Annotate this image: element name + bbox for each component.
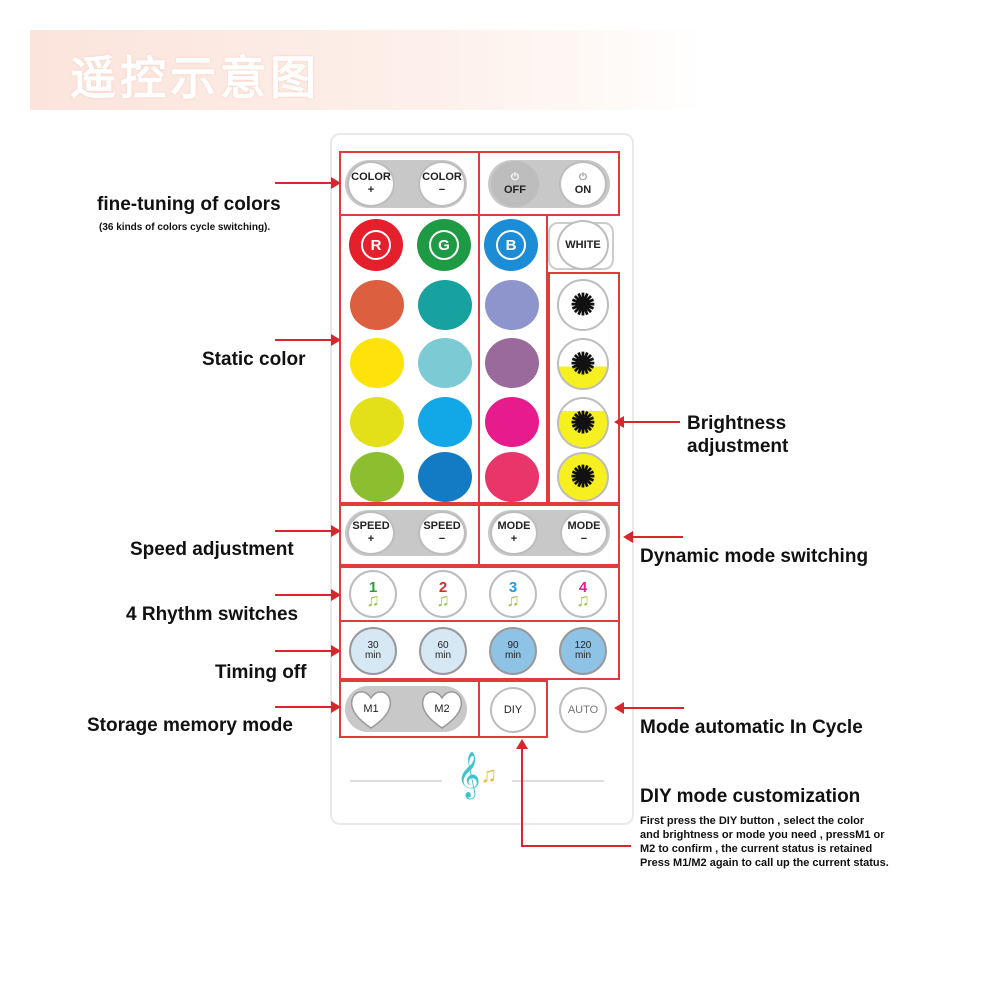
arrowhead-right-icon	[331, 589, 341, 601]
brightness-1-button[interactable]: ✺	[557, 279, 609, 331]
speed-plus-button[interactable]: SPEED+	[347, 511, 395, 555]
auto-button[interactable]: AUTO	[559, 687, 607, 733]
arrowhead-right-icon	[331, 701, 341, 713]
music-note-icon: ♫	[576, 590, 590, 610]
brightness-4-button[interactable]: ✺	[557, 452, 609, 502]
m1-button[interactable]: M1	[348, 688, 394, 730]
green-button[interactable]: G	[417, 219, 471, 271]
label-auto-cycle: Mode automatic In Cycle	[640, 717, 863, 738]
static-color-button[interactable]	[418, 452, 472, 502]
music-clef-logo: 𝄞♫	[442, 750, 512, 800]
arrow-rhythm	[275, 594, 333, 596]
sun-icon: ✺	[570, 347, 596, 381]
arrow-timing	[275, 650, 333, 652]
arrow-dynamic	[631, 536, 683, 538]
static-color-button[interactable]	[485, 280, 539, 330]
arrowhead-up-icon	[516, 739, 528, 749]
arrow-brightness	[622, 421, 680, 423]
static-color-button[interactable]	[418, 397, 472, 447]
arrow-diy-vertical	[521, 748, 523, 846]
rhythm-2-button[interactable]: 2 ♫	[419, 570, 467, 618]
arrowhead-right-icon	[331, 334, 341, 346]
static-color-button[interactable]	[350, 397, 404, 447]
arrowhead-left-icon	[614, 702, 624, 714]
power-group	[478, 151, 620, 216]
static-color-button[interactable]	[350, 452, 404, 502]
diy-group	[478, 680, 548, 738]
arrow-fine-tuning	[275, 182, 333, 184]
static-color-button[interactable]	[418, 338, 472, 388]
mode-group	[478, 504, 620, 566]
label-dynamic: Dynamic mode switching	[640, 546, 869, 567]
label-storage: Storage memory mode	[87, 715, 293, 736]
music-note-icon: ♫	[506, 590, 520, 610]
music-note-icon: ♫	[366, 590, 380, 610]
sun-icon: ✺	[570, 460, 596, 494]
brightness-3-button[interactable]: ✺	[557, 397, 609, 449]
music-note-icon: ♫	[436, 590, 450, 610]
label-diy-desc-4: Press M1/M2 again to call up the current…	[640, 857, 889, 869]
red-button[interactable]: R	[349, 219, 403, 271]
mode-plus-button[interactable]: MODE+	[490, 511, 538, 555]
banner-title: 遥控示意图	[70, 51, 320, 105]
static-color-button[interactable]	[418, 280, 472, 330]
power-on-icon: ⏻	[579, 172, 587, 183]
mode-minus-button[interactable]: MODE−	[560, 511, 608, 555]
on-button[interactable]: ⏻ ON	[559, 161, 607, 207]
label-brightness-2: adjustment	[687, 436, 789, 457]
arrowhead-right-icon	[331, 645, 341, 657]
static-color-button[interactable]	[485, 338, 539, 388]
white-button[interactable]: WHITE	[557, 220, 609, 270]
brightness-group	[548, 272, 620, 504]
label-diy-desc-3: M2 to confirm , the current status is re…	[640, 843, 873, 855]
label-diy-desc-2: and brightness or mode you need , pressM…	[640, 829, 885, 841]
static-color-button[interactable]	[350, 280, 404, 330]
label-rhythm: 4 Rhythm switches	[126, 604, 299, 625]
rhythm-4-button[interactable]: 4 ♫	[559, 570, 607, 618]
arrow-speed	[275, 530, 333, 532]
sun-icon: ✺	[570, 288, 596, 322]
brightness-2-button[interactable]: ✺	[557, 338, 609, 390]
arrowhead-left-icon	[623, 531, 633, 543]
heart-icon	[421, 691, 463, 729]
label-diy-title: DIY mode customization	[640, 786, 861, 807]
label-static-color: Static color	[202, 349, 306, 370]
label-diy-desc-1: First press the DIY button , select the …	[640, 815, 865, 827]
arrowhead-right-icon	[331, 177, 341, 189]
power-off-icon: ⏻	[511, 172, 519, 183]
color-plus-button[interactable]: COLOR+	[347, 161, 395, 207]
static-color-button[interactable]	[485, 452, 539, 502]
static-color-group-right	[478, 214, 548, 504]
arrowhead-left-icon	[614, 416, 624, 428]
header-banner	[30, 30, 705, 110]
color-minus-button[interactable]: COLOR−	[418, 161, 466, 207]
label-speed: Speed adjustment	[130, 539, 294, 560]
rhythm-1-button[interactable]: 1 ♫	[349, 570, 397, 618]
arrow-static-color	[275, 339, 333, 341]
off-button[interactable]: ⏻ OFF	[491, 161, 539, 207]
static-color-button[interactable]	[485, 397, 539, 447]
arrowhead-right-icon	[331, 525, 341, 537]
label-fine-tuning-sub: (36 kinds of colors cycle switching).	[99, 222, 271, 233]
arrow-diy-horizontal	[521, 845, 631, 847]
m2-button[interactable]: M2	[419, 688, 465, 730]
diy-button[interactable]: DIY	[490, 687, 536, 733]
static-color-button[interactable]	[350, 338, 404, 388]
label-fine-tuning: fine-tuning of colors	[97, 194, 281, 215]
blue-button[interactable]: B	[484, 219, 538, 271]
label-timing: Timing off	[215, 662, 307, 683]
speed-minus-button[interactable]: SPEED−	[418, 511, 466, 555]
arrow-storage	[275, 706, 333, 708]
heart-icon	[350, 691, 392, 729]
sun-icon: ✺	[570, 406, 596, 440]
rhythm-3-button[interactable]: 3 ♫	[489, 570, 537, 618]
arrow-auto	[622, 707, 684, 709]
label-brightness-1: Brightness	[687, 413, 787, 434]
